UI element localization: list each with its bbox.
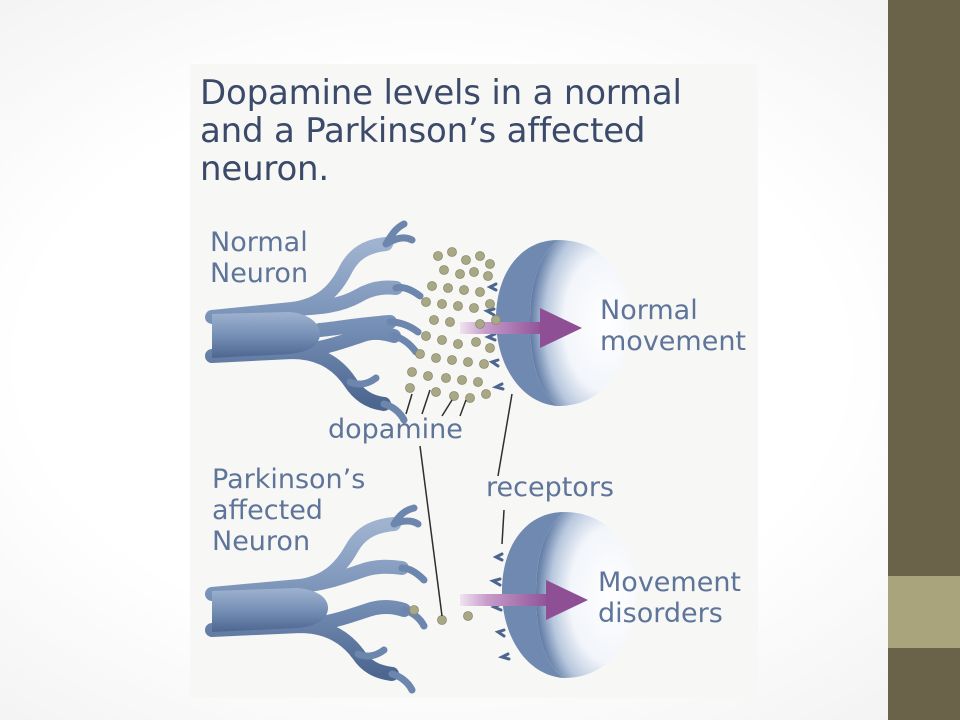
normal-axon-terminal-icon: [205, 220, 424, 424]
pd-axon-terminal-icon: [205, 504, 428, 694]
dopamine-particles-pd: [409, 605, 473, 625]
label-receptors: receptors: [486, 472, 614, 503]
label-normal-neuron: Normal Neuron: [210, 227, 309, 289]
label-parkinsons-neuron: Parkinson’s affected Neuron: [212, 464, 366, 557]
pd-arrow-right-icon: [460, 580, 588, 620]
leader-lines: [405, 389, 513, 617]
dopamine-particles-normal: [405, 247, 501, 403]
label-normal-movement: Normal movement: [600, 295, 747, 357]
label-movement-disorders: Movement disorders: [598, 567, 742, 629]
figure-title: Dopamine levels in a normal and a Parkin…: [200, 73, 682, 189]
dopamine-diagram: Dopamine levels in a normal and a Parkin…: [190, 64, 758, 698]
sidebar-accent-band: [888, 576, 960, 648]
diagram-art: [205, 220, 636, 694]
label-dopamine: dopamine: [328, 414, 463, 445]
